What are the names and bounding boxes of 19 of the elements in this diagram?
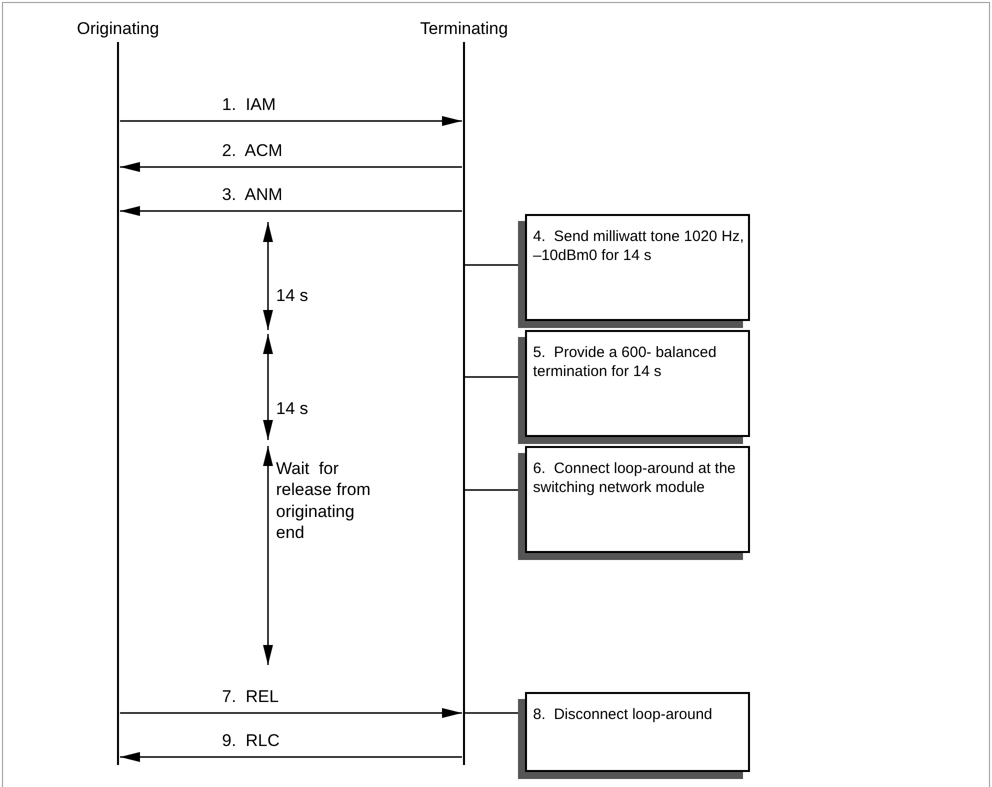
- action-text: 8. Disconnect loop-around: [533, 706, 714, 725]
- action-text: 5. Provide a 600- balanced termination for 14 s: [533, 344, 718, 382]
- participant-label: Originating: [76, 20, 160, 37]
- participant-label: Terminating: [420, 20, 508, 37]
- message-arrow: [120, 708, 462, 718]
- duration-label: 14 s: [276, 398, 310, 420]
- message-arrow: [120, 116, 462, 126]
- message-arrow: [120, 752, 462, 762]
- message-arrow: [120, 206, 462, 216]
- message-label: 7. REL: [222, 688, 279, 705]
- action-text: 4. Send milliwatt tone 1020 Hz, –10dBm0 for 14 s: [533, 228, 744, 266]
- duration-label: 14 s: [276, 285, 310, 306]
- message-label: 2. ACM: [222, 142, 282, 159]
- message-label: 9. RLC: [222, 732, 280, 749]
- message-arrow: [120, 162, 462, 172]
- message-label: 3. ANM: [222, 186, 282, 203]
- message-label: 1. IAM: [222, 96, 276, 113]
- duration-label: Wait for release from originating end: [276, 458, 372, 543]
- action-text: 6. Connect loop-around at the switching network module: [533, 460, 737, 498]
